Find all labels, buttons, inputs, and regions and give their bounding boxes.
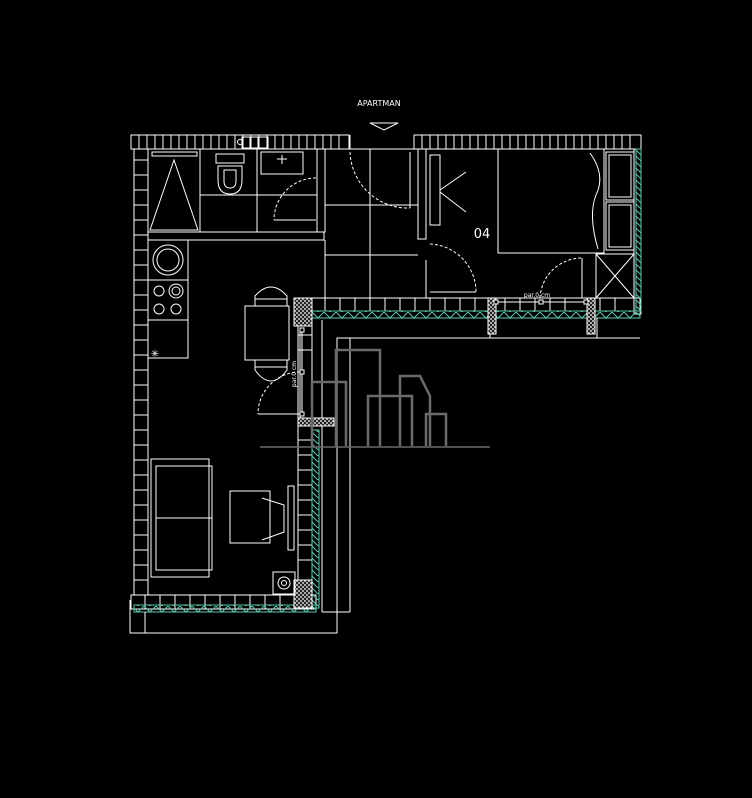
- room-number: 04: [474, 227, 491, 242]
- dimension-line-vertical: [299, 327, 305, 417]
- interior-walls: [147, 148, 427, 298]
- sink-icon: [152, 244, 184, 276]
- bedroom-door: [429, 243, 477, 293]
- hallway-door: [349, 135, 415, 209]
- dimension-label-horizontal: par.0 cm: [524, 292, 550, 299]
- kitchen-counter: [147, 239, 189, 359]
- exterior-walls: [130, 134, 642, 610]
- shower-tray: [149, 151, 199, 231]
- heater-icon: [272, 571, 296, 595]
- entrance-label: APARTMAN: [357, 99, 400, 108]
- dining-table: [244, 305, 290, 361]
- bathroom-door: [273, 177, 317, 221]
- sofa: [150, 458, 213, 578]
- armchair: [229, 490, 285, 544]
- wardrobe: [429, 154, 467, 226]
- wall-block-ticks: [134, 135, 631, 609]
- window-glazing: [133, 148, 642, 613]
- dimension-label-vertical: par.0 cm: [291, 361, 298, 387]
- cooktop-icon: [153, 283, 184, 315]
- balcony-door-bedroom: [539, 257, 583, 299]
- dimension-line-horizontal: [493, 299, 589, 305]
- toilet-icon: [215, 153, 245, 195]
- bathroom-vent: [237, 136, 269, 149]
- tv-unit: [287, 485, 295, 551]
- corner-cabinet: [595, 253, 635, 299]
- concrete-columns: [293, 297, 596, 609]
- dining-chair-top: [254, 286, 288, 306]
- bed: [497, 148, 605, 254]
- bed-pillows: [605, 151, 635, 251]
- washbasin-icon: [260, 151, 304, 175]
- skyline-watermark-logo: [260, 348, 490, 448]
- fridge-icon: ✳: [151, 349, 159, 360]
- dining-chair-bottom: [254, 360, 288, 382]
- exterior-outline: [129, 318, 640, 634]
- entrance-arrow-icon: [369, 122, 399, 131]
